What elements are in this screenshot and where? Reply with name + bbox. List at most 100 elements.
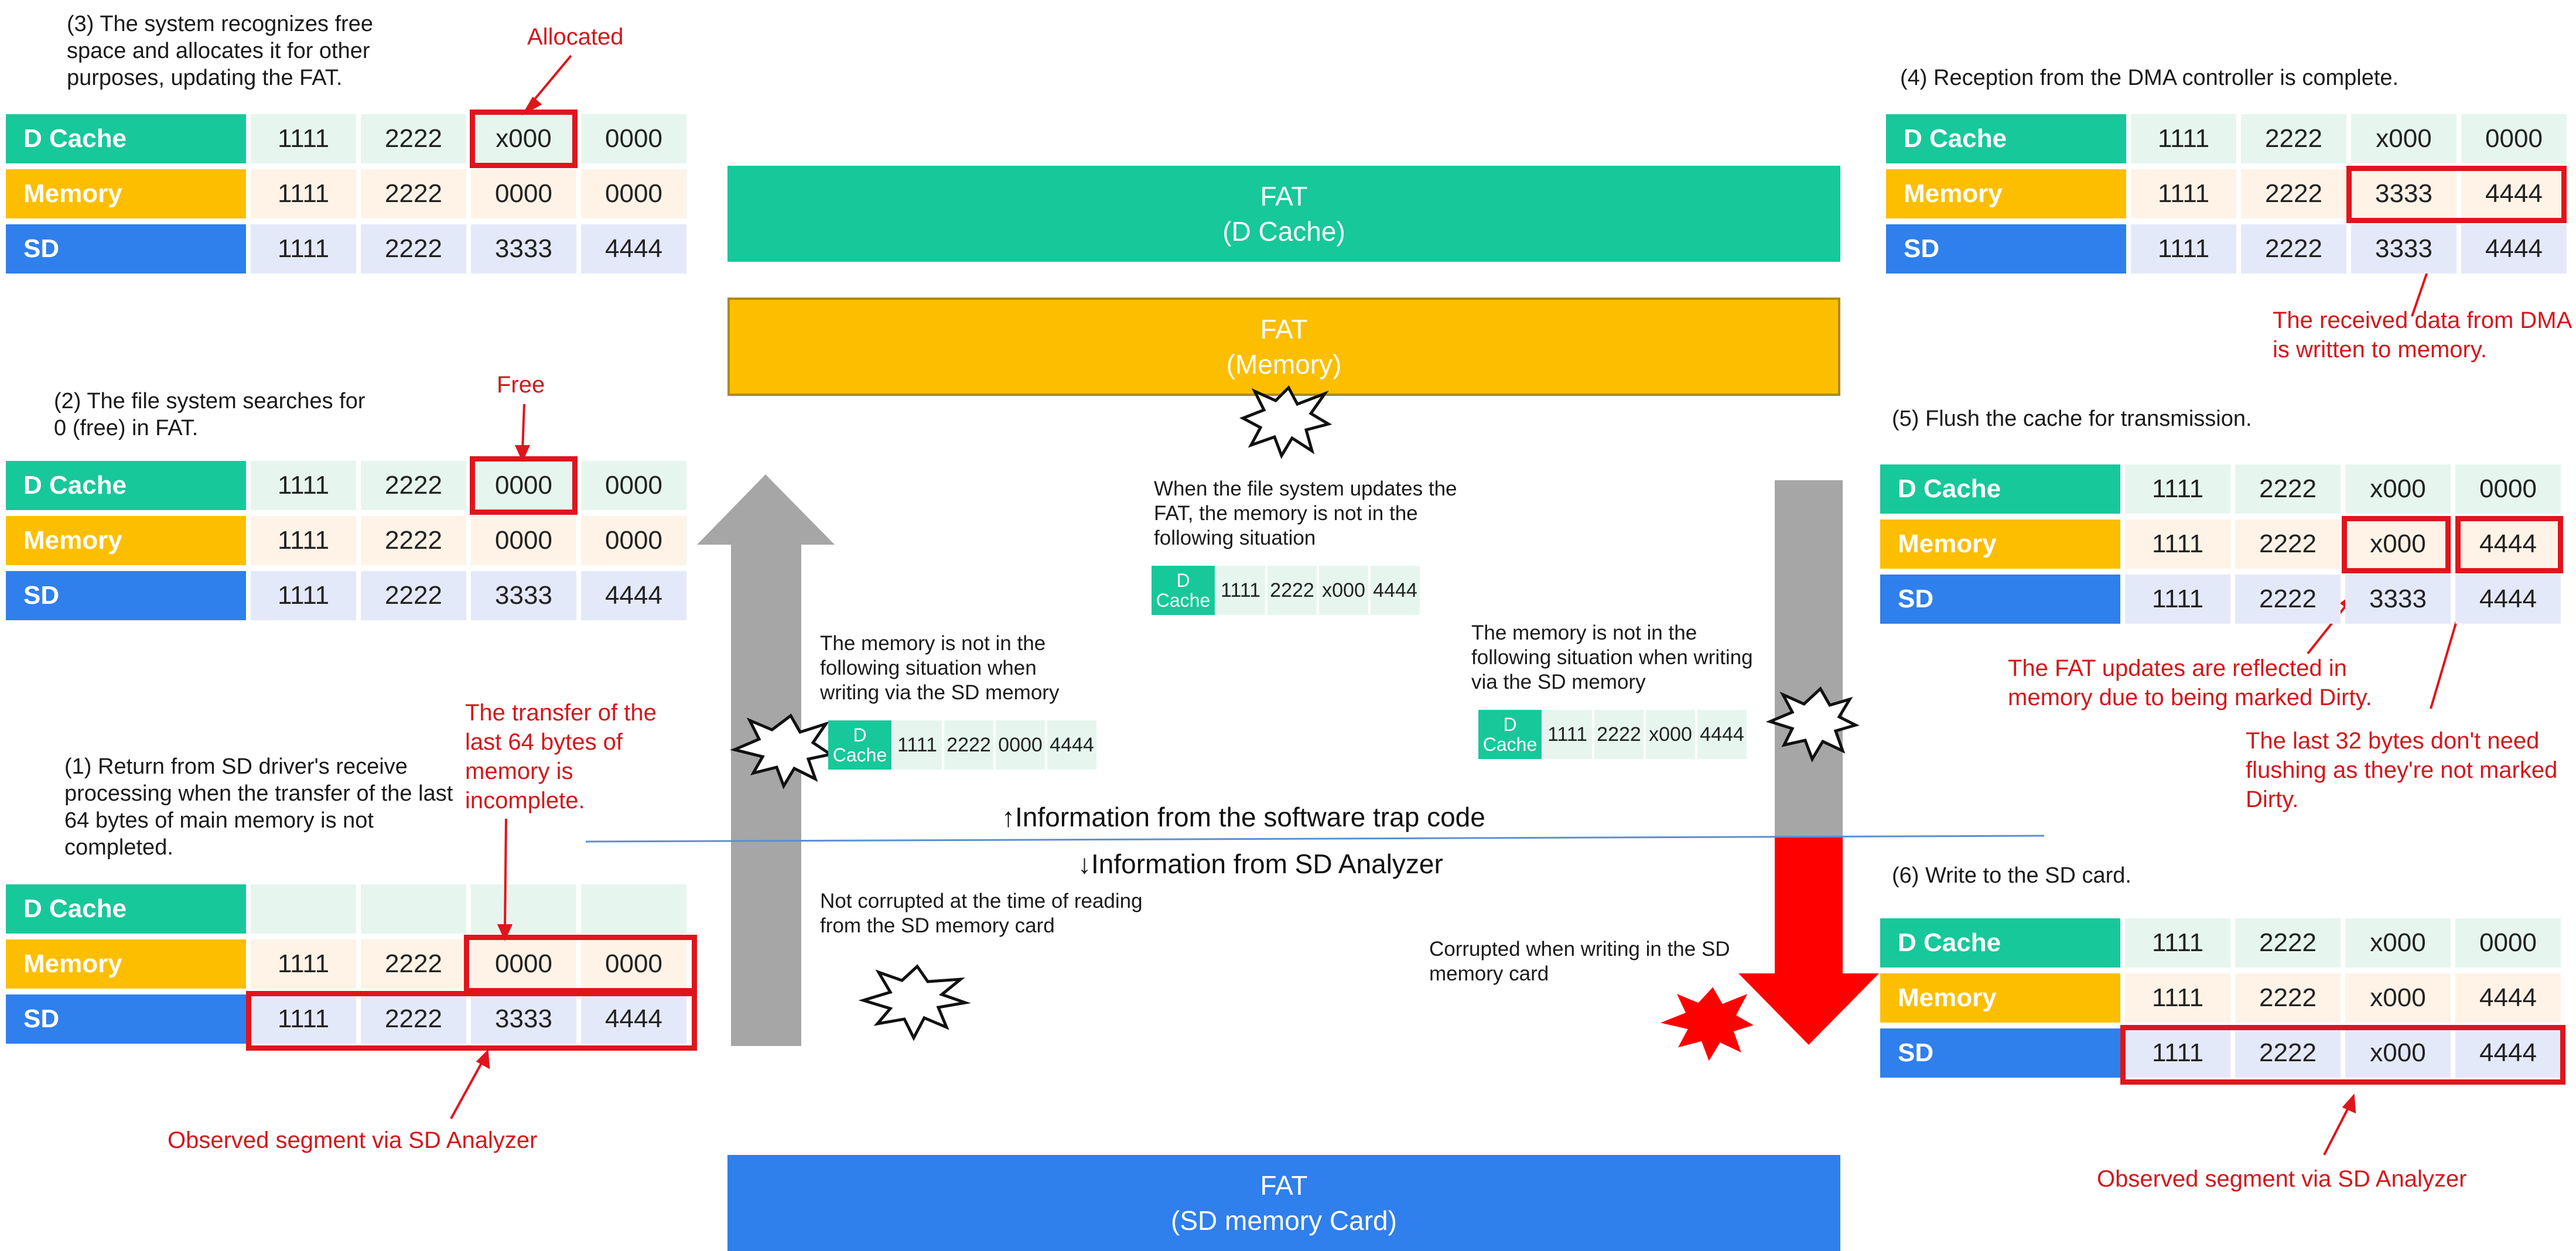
cell: 1111 — [251, 994, 356, 1044]
cell: 2222 — [361, 224, 466, 274]
fs-update-note: When the file system updates the FAT, th… — [1154, 477, 1457, 549]
down-arrow-head — [1738, 973, 1879, 1045]
callout-line — [528, 54, 572, 107]
dcache-label: D Cache — [1880, 464, 2120, 514]
cell — [581, 884, 686, 934]
step1-observed-note: Observed segment via SD Analyzer — [168, 1127, 538, 1153]
cell: 4444 — [2461, 224, 2567, 274]
cell: 1111 — [251, 939, 356, 989]
cell: 0000 — [581, 114, 686, 163]
fat-memory-subtitle: (Memory) — [1226, 349, 1342, 380]
cell: x000 — [2351, 114, 2457, 163]
cell: 2222 — [2235, 973, 2341, 1023]
mini-cell: 4444 — [1371, 566, 1420, 615]
callout-arrowhead — [2342, 1093, 2356, 1114]
dcache-label: D Cache — [6, 884, 246, 934]
callout-line — [2323, 1104, 2351, 1156]
cell: x000 — [2345, 1028, 2451, 1078]
cell: 2222 — [2241, 114, 2346, 163]
cell: x000 — [471, 114, 576, 163]
cell: 1111 — [2125, 1028, 2230, 1078]
cell: 4444 — [2455, 519, 2561, 569]
cell: 1111 — [251, 224, 356, 274]
cell — [361, 884, 466, 934]
step1-callout: The transfer of the last 64 bytes of mem… — [465, 700, 657, 814]
cell: 3333 — [2351, 224, 2457, 274]
cell: 2222 — [361, 571, 466, 620]
fat-memory-title: FAT — [1260, 314, 1308, 344]
cell: 0000 — [581, 939, 686, 989]
cell: 2222 — [2235, 519, 2341, 569]
callout-line — [504, 818, 507, 931]
highlight-box — [2342, 516, 2451, 573]
cell: 4444 — [2455, 973, 2561, 1023]
cell — [251, 884, 356, 934]
cell: 1111 — [2125, 519, 2230, 569]
cell: 0000 — [2455, 464, 2561, 514]
mini-cell: 1111 — [1216, 566, 1265, 615]
callout-line — [2307, 601, 2350, 655]
cell: 3333 — [471, 994, 576, 1044]
divider-line — [585, 835, 2045, 843]
corrupted-note: Corrupted when writing in the SD memory … — [1429, 938, 1730, 985]
mini-cell: 4444 — [1047, 720, 1096, 770]
right-note: The memory is not in the following situa… — [1471, 621, 1753, 693]
highlight-box — [2346, 166, 2567, 223]
cell: 2222 — [361, 461, 466, 510]
left-note: The memory is not in the following situa… — [820, 632, 1060, 704]
cell: 1111 — [2125, 464, 2230, 514]
fat-sd-bar: FAT (SD memory Card) — [727, 1155, 1840, 1251]
cell: 0000 — [581, 461, 686, 510]
cell: 2222 — [361, 516, 466, 565]
step3-note: (3) The system recognizes free space and… — [67, 12, 374, 90]
cell: 4444 — [2455, 1028, 2561, 1078]
fat-dcache-bar: FAT (D Cache) — [727, 166, 1840, 262]
mini-cell: 2222 — [944, 720, 993, 770]
sd-label: SD — [1880, 575, 2120, 624]
step5-callout-b: The last 32 bytes don't need flushing as… — [2246, 728, 2558, 812]
sd-label: SD — [1886, 224, 2126, 274]
cell: 1111 — [251, 461, 356, 510]
cell: 0000 — [581, 169, 686, 218]
cell: 3333 — [2351, 169, 2457, 218]
cell: x000 — [2345, 918, 2451, 968]
cell: 1111 — [251, 571, 356, 620]
cell: 0000 — [471, 461, 576, 510]
sd-label: SD — [6, 994, 246, 1044]
cell: 3333 — [471, 224, 576, 274]
cell: x000 — [2345, 464, 2451, 514]
dcache-label: D Cache — [6, 461, 246, 510]
cell: 0000 — [2461, 114, 2567, 163]
fat-dcache-subtitle: (D Cache) — [1222, 216, 1345, 247]
cell: 2222 — [2241, 224, 2346, 274]
memory-label: Memory — [1880, 973, 2120, 1023]
step2-note: (2) The file system searches for 0 (free… — [54, 389, 365, 440]
memory-label: Memory — [1886, 169, 2126, 218]
cell: 4444 — [2461, 169, 2567, 218]
sd-label: SD — [1880, 1028, 2120, 1078]
cell: 2222 — [361, 169, 466, 218]
down-label: ↓Information from SD Analyzer — [1078, 849, 1443, 879]
cell: 0000 — [2455, 918, 2561, 968]
cell: 1111 — [251, 114, 356, 163]
fat-memory-bar: FAT (Memory) — [727, 298, 1840, 396]
cell: 2222 — [361, 114, 466, 163]
step6-table: D Cache 1111 2222 x000 0000 Memory 1111 … — [1880, 918, 2565, 1085]
burst-icon — [1239, 385, 1333, 459]
callout-arrowhead — [521, 96, 542, 116]
cell: 4444 — [581, 571, 686, 620]
mini-cell: 1111 — [1543, 710, 1592, 759]
step3-table: D Cache 1111 2222 x000 0000 Memory 1111 … — [6, 110, 691, 277]
dcache-label: D Cache — [6, 114, 246, 163]
dcache-label: D Cache — [1880, 918, 2120, 968]
mini-cell: 4444 — [1697, 710, 1747, 759]
cell: 2222 — [361, 939, 466, 989]
cell: 1111 — [2131, 224, 2236, 274]
cell: 3333 — [471, 571, 576, 620]
burst-icon — [730, 713, 835, 789]
cell: 0000 — [581, 516, 686, 565]
mini-cell: 2222 — [1594, 710, 1644, 759]
